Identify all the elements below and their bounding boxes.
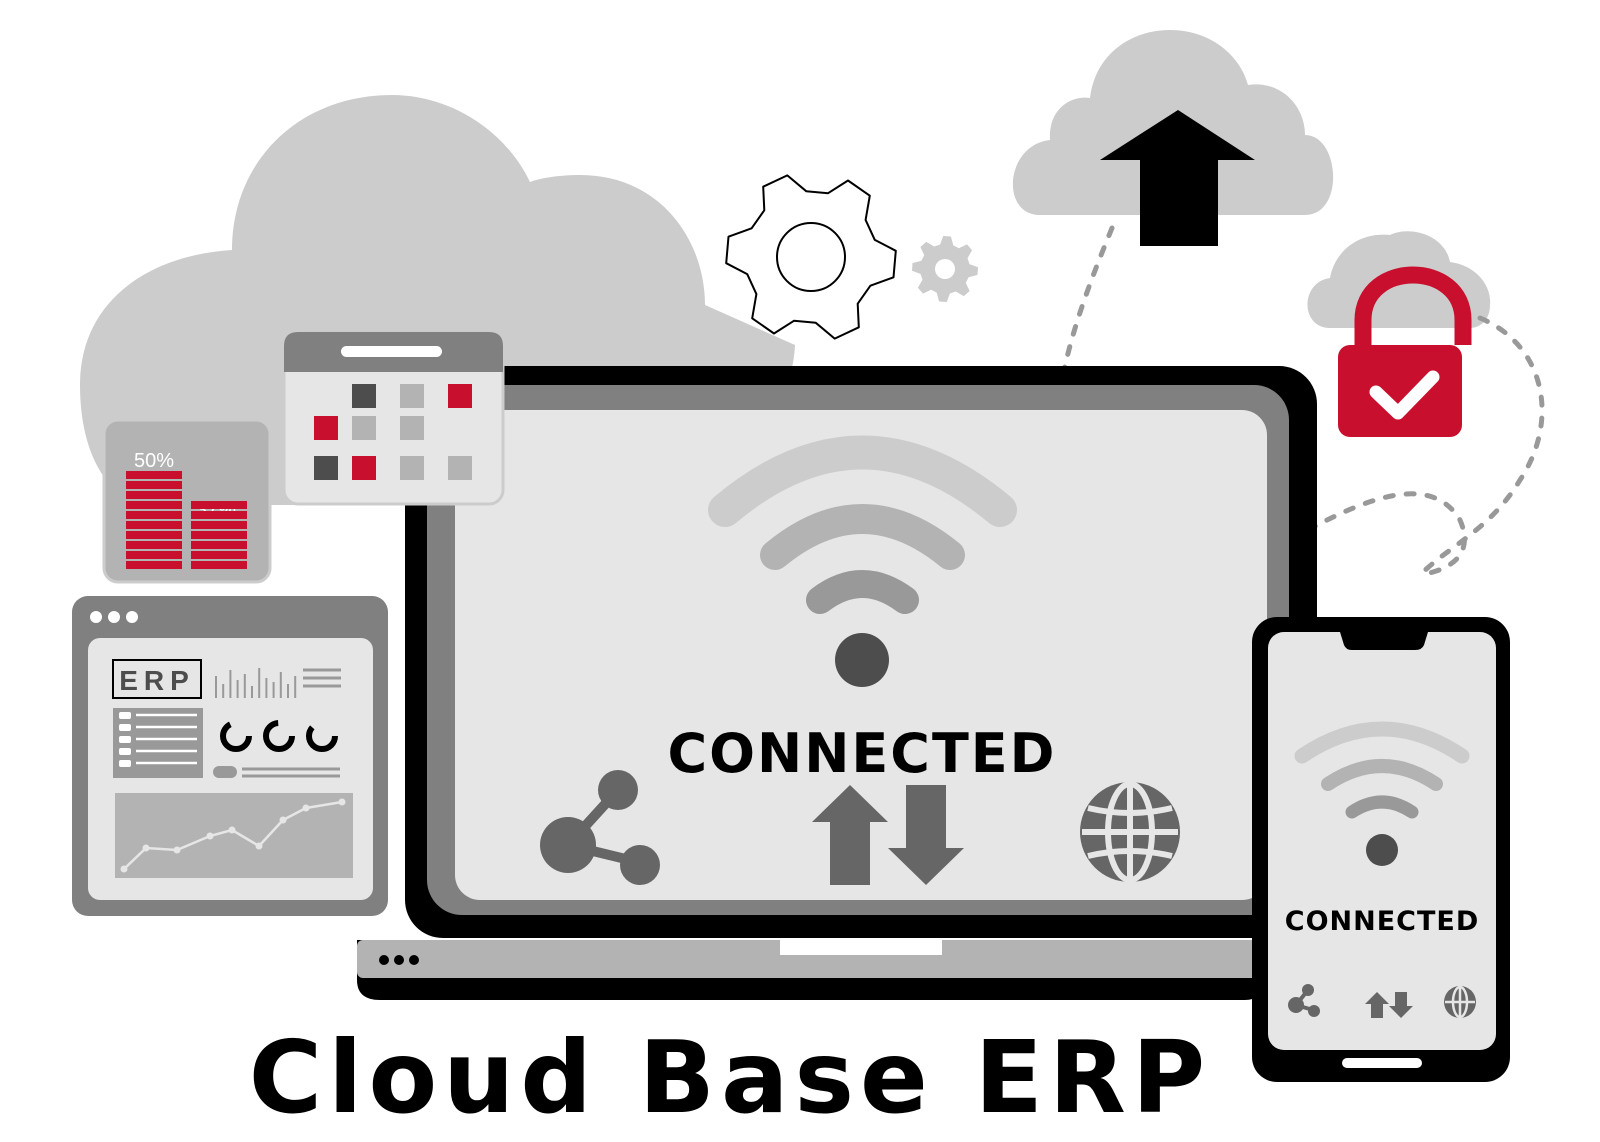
bar-segment (191, 501, 247, 509)
checkmark-icon (1369, 370, 1440, 420)
calendar-cell (400, 384, 424, 408)
bar-segment (191, 551, 247, 559)
globe-icon (1444, 985, 1476, 1019)
small-gear-icon (912, 236, 978, 302)
base-dot (409, 955, 419, 965)
bar-segment (191, 511, 247, 519)
line-chart-point (206, 832, 214, 840)
bar-segment (126, 541, 182, 549)
wifi-icon (1294, 721, 1470, 866)
line-chart-point (279, 816, 287, 824)
bar-segment (126, 531, 182, 539)
bar-segment (191, 531, 247, 539)
calendar-cell (448, 456, 472, 480)
toggle-shape (213, 766, 237, 778)
calendar-card (282, 330, 505, 506)
list-bullet (119, 724, 131, 731)
line-chart-point (173, 846, 181, 854)
line-chart-point (338, 798, 346, 806)
base-dot (379, 955, 389, 965)
share-icon (1288, 984, 1320, 1017)
phone-home-bar (1342, 1058, 1422, 1068)
list-bullet (119, 712, 131, 719)
bar-segment (126, 481, 182, 489)
bar-chart-card: 50% 37% (102, 418, 272, 584)
calendar-cell (400, 456, 424, 480)
window-dot (90, 611, 102, 623)
calendar-cell (314, 416, 338, 440)
erp-dashboard-window: ERP (72, 596, 388, 916)
globe-icon (1080, 781, 1180, 883)
bar-segment (126, 551, 182, 559)
laptop-status-text: CONNECTED (668, 722, 1057, 785)
line-chart-point (228, 826, 236, 834)
bar-segment (126, 501, 182, 509)
phone-notch (1340, 632, 1428, 650)
bar-segment (191, 561, 247, 569)
calendar-cell (352, 384, 376, 408)
upload-download-arrows-icon (1365, 992, 1413, 1018)
line-chart-point (142, 844, 150, 852)
bar-segment (191, 521, 247, 529)
bar-segment (126, 511, 182, 519)
bar-segment (126, 561, 182, 569)
line-chart-point (255, 842, 263, 850)
base-dot (394, 955, 404, 965)
calendar-cell (448, 384, 472, 408)
calendar-cell (400, 416, 424, 440)
bar-segment (126, 521, 182, 529)
mini-bar-ticks (215, 668, 297, 698)
share-icon (540, 770, 660, 885)
calendar-cell (314, 456, 338, 480)
list-bullet (119, 760, 131, 767)
gear-icon (725, 174, 897, 340)
padlock-icon (1338, 266, 1472, 437)
bar-segment (126, 491, 182, 499)
bar-segment (126, 471, 182, 479)
phone-status-text: CONNECTED (1285, 906, 1480, 937)
window-dot (108, 611, 120, 623)
donut-icons (220, 720, 338, 752)
upload-arrow-icon (1100, 110, 1255, 246)
upload-download-arrows-icon (812, 785, 964, 885)
line-chart-point (120, 865, 128, 873)
calendar-cell (352, 456, 376, 480)
upload-cloud (1012, 30, 1334, 246)
bar-segment (191, 541, 247, 549)
bar-label-50: 50% (134, 450, 174, 472)
list-bullet (119, 748, 131, 755)
window-dot (126, 611, 138, 623)
wifi-icon (708, 435, 1017, 687)
trackpad-notch (780, 940, 942, 955)
laptop-base (357, 940, 1262, 978)
line-chart-point (302, 804, 310, 812)
erp-logo-text: ERP (119, 665, 195, 696)
calendar-cell (352, 416, 376, 440)
text-lines (303, 668, 341, 688)
list-bullet (119, 736, 131, 743)
page-title: Cloud Base ERP (249, 1019, 1211, 1136)
